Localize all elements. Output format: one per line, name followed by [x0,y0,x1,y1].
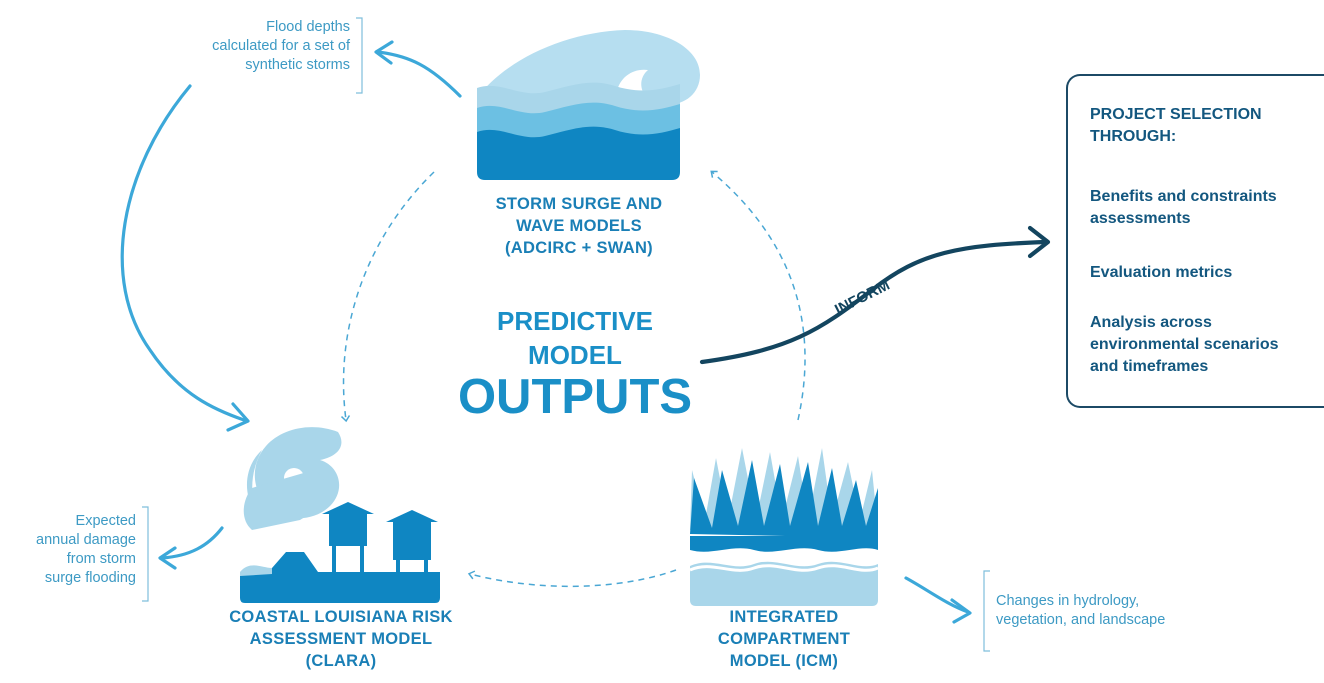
icm-label-line-1: INTEGRATED [729,608,839,626]
icm-note: Changes in hydrology, vegetation, and la… [996,592,1216,630]
icm-note-line-1: Changes in hydrology, [996,593,1140,609]
flood-note-line-3: synthetic storms [245,57,350,73]
center-title-line-2: MODEL [528,340,622,370]
grass-front [690,460,878,538]
dashed-icm-to-surge [710,170,806,421]
solid-arrows [120,40,972,624]
house-1-body [329,514,367,546]
panel-heading: PROJECT SELECTION THROUGH: [1090,104,1262,148]
inform-label: INFORM [832,277,892,319]
flood-depth-note: Flood depths calculated for a set of syn… [170,18,350,75]
hurricane-houses-icon [240,427,440,603]
panel-heading-line-2: THROUGH: [1090,128,1177,145]
flood-note-line-1: Flood depths [266,19,350,35]
flood-note-bracket [356,17,363,94]
note-brackets [142,17,990,652]
wave-band-mid [477,102,680,138]
storm-surge-label: STORM SURGE AND WAVE MODELS (ADCIRC + SW… [454,193,704,259]
marsh-water-band [690,536,878,552]
inform-arrow-line [699,239,1049,365]
marsh-water-wave [690,561,878,606]
icm-note-line-2: vegetation, and landscape [996,612,1166,628]
house-2-roof [386,510,438,522]
clara-water [240,565,272,576]
icm-label-line-3: MODEL (ICM) [729,652,839,670]
clara-label-line-2: ASSESSMENT MODEL [249,630,433,648]
house-1-roof [322,502,374,514]
storm-surge-label-line-3: (ADCIRC + SWAN) [505,239,653,257]
damage-note: Expected annual damage from storm surge … [20,512,136,588]
dashed-icm-to-clara [467,569,677,588]
arrow-to-damage-note-head [158,546,177,570]
arrow-flood-to-clara-head [226,402,250,432]
damage-note-line-4: surge flooding [44,570,136,586]
damage-note-line-2: annual damage [36,532,136,548]
panel-item-benefits-line-1: Benefits and constraints [1090,188,1277,205]
wave-icon [477,30,700,180]
panel-item-analysis-line-1: Analysis across [1090,314,1212,331]
house-2-stilt-b [424,560,428,572]
clara-label: COASTAL LOUISIANA RISK ASSESSMENT MODEL … [206,606,476,672]
panel-item-benefits-line-2: assessments [1090,210,1191,227]
center-title-line-1: PREDICTIVE [496,306,654,336]
clara-label-line-1: COASTAL LOUISIANA RISK [229,608,453,626]
damage-note-line-1: Expected [75,513,136,529]
panel-item-analysis-line-2: environmental scenarios [1090,336,1279,353]
arrow-to-flood-note [376,50,462,98]
dashed-cycle [340,170,806,588]
marsh-grass-icon [689,448,879,606]
panel-item-analysis: Analysis across environmental scenarios … [1090,312,1279,378]
house-1-stilt-a [332,546,336,572]
dashed-surge-to-clara [340,171,435,423]
hurricane-swirl [243,470,327,530]
house-1-stilt-b [360,546,364,572]
arrow-flood-to-clara [120,84,246,422]
house-2-stilt-a [396,560,400,572]
marsh-wave-line [689,564,879,572]
project-selection-panel: PROJECT SELECTION THROUGH: Benefits and … [1066,74,1324,408]
clara-ground [240,552,440,603]
panel-item-analysis-line-3: and timeframes [1090,358,1209,375]
damage-note-line-3: from storm [66,551,136,567]
panel-item-benefits: Benefits and constraints assessments [1090,186,1277,230]
center-title-line-3: OUTPUTS [457,370,693,424]
arrow-to-flood-note-head [374,40,394,65]
icm-note-bracket [983,570,990,652]
arrow-to-icm-note-head [950,598,972,624]
clara-label-line-3: (CLARA) [305,652,377,670]
panel-heading-line-1: PROJECT SELECTION [1090,106,1262,123]
arrow-to-icm-note [904,576,970,614]
wave-band-dark [477,126,680,180]
flood-note-line-2: calculated for a set of [212,38,350,54]
panel-item-metrics: Evaluation metrics [1090,264,1233,281]
storm-surge-label-line-2: WAVE MODELS [516,217,642,235]
icm-label: INTEGRATED COMPARTMENT MODEL (ICM) [684,606,884,672]
inform-arrow-head [1027,225,1051,259]
storm-surge-label-line-1: STORM SURGE AND [495,195,663,213]
inform-arrow [699,225,1051,365]
arrow-to-damage-note [160,526,224,560]
house-2-body [393,522,431,560]
wave-band-light [477,82,680,118]
icm-label-line-2: COMPARTMENT [717,630,851,648]
damage-note-bracket [142,506,149,602]
grass-back [690,448,878,530]
